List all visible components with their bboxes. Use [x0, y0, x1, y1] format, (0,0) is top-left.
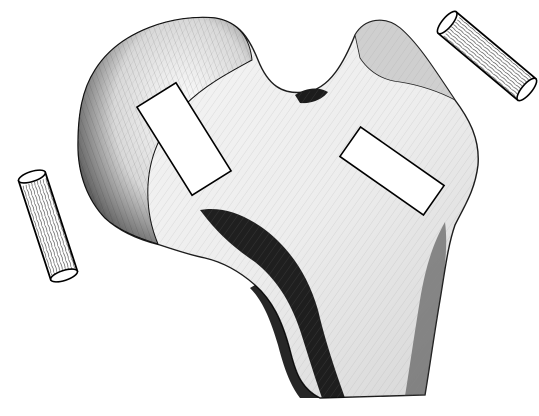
femur-diagram — [0, 0, 539, 416]
